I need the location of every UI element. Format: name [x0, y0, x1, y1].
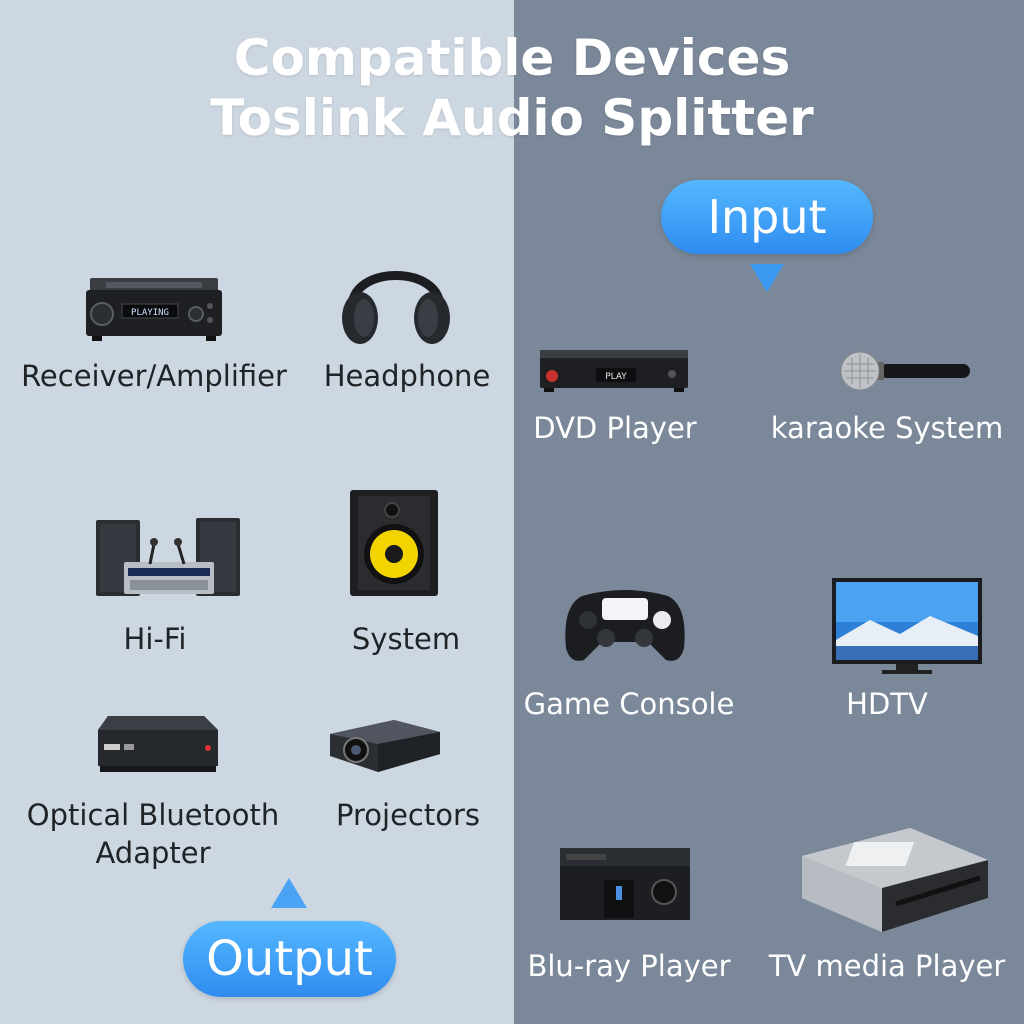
title-line-2: Toslink Audio Splitter: [210, 89, 814, 147]
speaker-icon: [350, 490, 438, 596]
output-device-label-headphone: Headphone: [323, 359, 491, 393]
bluetooth-adapter-icon: [98, 716, 218, 772]
projector-icon: [330, 720, 440, 772]
input-device-label-game-console: Game Console: [523, 687, 735, 721]
output-device-label-adapter-line2: Adapter: [95, 836, 211, 870]
bluray-player-icon: [560, 848, 690, 920]
input-device-label-dvd: DVD Player: [533, 411, 697, 445]
output-badge: Output: [183, 921, 396, 997]
input-device-label-karaoke: karaoke System: [770, 411, 1004, 445]
receiver-screen-text: PLAYING: [131, 308, 169, 318]
tv-icon: [832, 578, 982, 674]
input-badge: Input: [661, 180, 873, 254]
input-device-label-media-player: TV media Player: [768, 949, 1006, 983]
input-device-label-bluray: Blu-ray Player: [527, 949, 731, 983]
output-device-label-system: System: [351, 622, 461, 656]
dvd-player-icon: PLAY: [540, 350, 688, 392]
output-device-label-hifi: Hi-Fi: [123, 622, 187, 656]
media-drive-icon: [802, 828, 988, 932]
output-device-label-receiver: Receiver/Amplifier: [21, 359, 287, 393]
page-title: Compatible Devices Toslink Audio Splitte…: [0, 28, 1024, 148]
input-arrow-icon: [750, 264, 784, 292]
input-device-label-hdtv: HDTV: [846, 687, 928, 721]
title-line-1: Compatible Devices: [233, 29, 791, 87]
dvd-screen-text: PLAY: [605, 372, 627, 382]
headphone-icon: [342, 271, 450, 344]
microphone-icon: [840, 351, 970, 391]
output-device-label-adapter-line1: Optical Bluetooth: [26, 798, 280, 832]
receiver-amplifier-icon: PLAYING: [86, 278, 222, 341]
output-arrow-icon: [271, 878, 307, 908]
game-controller-icon: [565, 590, 685, 661]
hifi-icon: [96, 518, 240, 596]
output-device-label-projectors: Projectors: [336, 798, 480, 832]
